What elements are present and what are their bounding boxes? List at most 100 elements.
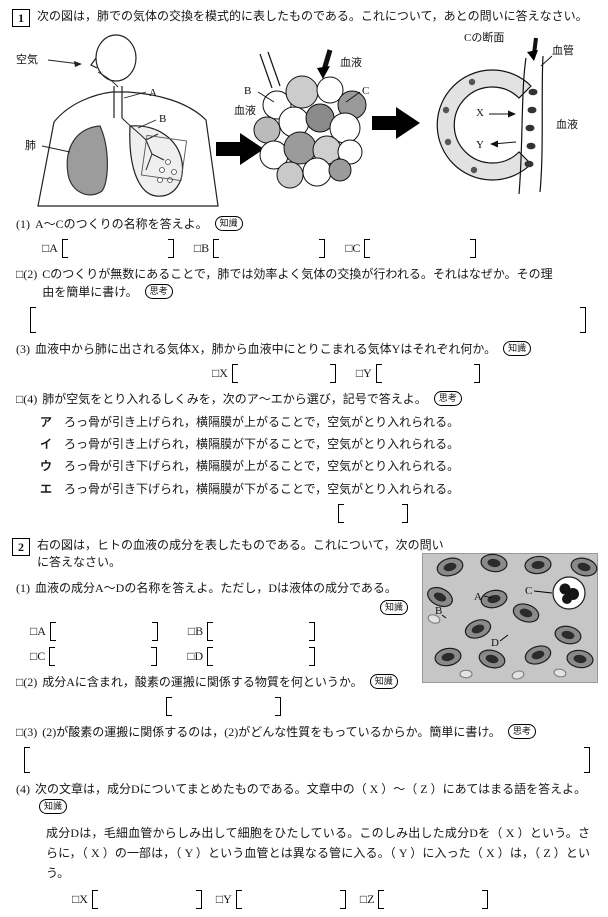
q2-sub3: □(3) (2)が酸素の運搬に関係するのは，(2)がどんな性質をもっているからか…: [16, 723, 598, 773]
answer-blank-property: [24, 746, 590, 773]
fig-label-blood2: 血液: [340, 55, 362, 69]
answer-blank-a: [61, 239, 174, 258]
q1-sub4-number: □(4): [16, 392, 38, 406]
q2-sub1-number: (1): [16, 580, 30, 595]
answer-blank-y: [235, 889, 346, 909]
zoom-arrow-1-icon: [216, 133, 264, 165]
option-a-text: ろっ骨が引き上げられ，横隔膜が上がることで，空気がとり入れられる。: [64, 415, 460, 429]
option-a: ア ろっ骨が引き上げられ，横隔膜が上がることで，空気がとり入れられる。: [40, 411, 598, 433]
option-e-text: ろっ骨が引き下げられ，横隔膜が下がることで，空気がとり入れられる。: [64, 481, 460, 496]
answer-label-y: □Y: [215, 891, 232, 906]
fig-label-blood1: 血液: [234, 103, 256, 117]
q2-sub4: (4) 次の文章は，成分Dについてまとめたものである。文章中の（ X ）〜（ Z…: [16, 780, 598, 909]
answer-label-y: □Y: [355, 366, 372, 380]
q1-sub4-options: ア ろっ骨が引き上げられ，横隔膜が上がることで，空気がとり入れられる。 イ ろっ…: [40, 411, 598, 500]
option-u-text: ろっ骨が引き下げられ，横隔膜が上がることで，空気がとり入れられる。: [64, 459, 460, 474]
answer-blank-x: [91, 889, 202, 909]
q1-sub4: □(4) 肺が空気をとり入れるしくみを，次のア〜エから選び，記号で答えよ。 思考…: [16, 390, 598, 523]
knowledge-badge: 知識: [214, 216, 243, 231]
answer-label-d: □D: [187, 648, 204, 663]
q2-sub1-text: 血液の成分A〜Dの名称を答えよ。ただし，Dは液体の成分である。: [35, 580, 397, 595]
platelets: [427, 613, 567, 680]
answer-label-b: □B: [193, 241, 210, 255]
answer-blank-c: [364, 239, 477, 258]
answer-label-a: □A: [42, 241, 58, 255]
body-lung-diagram: [37, 34, 219, 207]
question-2-intro: 右の図は，ヒトの血液の成分を表したものである。これについて，次の問いに答えなさい…: [37, 537, 444, 570]
answer-blank-z: [378, 889, 489, 909]
answer-blank-b: [207, 621, 316, 641]
blood-label-a: A: [474, 591, 482, 603]
answer-blank-a: [49, 621, 158, 641]
q2-sub4-number: (4): [16, 781, 30, 796]
option-e: エ ろっ骨が引き下げられ，横隔膜が下がることで，空気がとり入れられる。: [40, 478, 598, 500]
q2-sub1: (1) 血液の成分A〜Dの名称を答えよ。ただし，Dは液体の成分である。 知識 □…: [16, 579, 420, 666]
option-i: イ ろっ骨が引き上げられ，横隔膜が下がることで，空気がとり入れられる。: [40, 433, 598, 455]
thinking-badge: 思考: [433, 391, 462, 406]
q1-sub2: □(2) Cのつくりが無数にあることで，肺では効率よく気体の交換が行われる。それ…: [16, 265, 598, 333]
q1-sub1: (1) A〜Cのつくりの名称を答えよ。 知識 □A □B □C: [16, 215, 598, 258]
answer-blank-y: [375, 364, 480, 383]
q1-sub3-text: 血液中から肺に出される気体X，肺から血液中にとりこまれる気体Yはそれぞれ何か。: [35, 342, 497, 356]
zoom-arrow-2-icon: [372, 107, 420, 139]
question-1-intro: 次の図は，肺での気体の交換を模式的に表したものである。これについて，あとの問いに…: [37, 9, 588, 23]
fig-label-a: A: [149, 87, 157, 99]
q1-sub3-number: (3): [16, 342, 30, 356]
q2-sub4-passage: 成分Dは，毛細血管からしみ出して細胞をひたしている。このしみ出した成分Dを（ X…: [46, 825, 590, 881]
q2-sub2-text: 成分Aに含まれ，酸素の運搬に関係する物質を何というか。: [42, 674, 363, 689]
alveolus-cross-section-diagram: [436, 37, 553, 195]
red-blood-cells: [427, 553, 598, 669]
option-a-key: ア: [40, 415, 53, 429]
q1-sub3: (3) 血液中から肺に出される気体X，肺から血液中にとりこまれる気体Yはそれぞれ…: [16, 340, 598, 383]
blood-components-figure: A B C D: [422, 552, 598, 683]
option-u: ウ ろっ骨が引き下げられ，横隔膜が上がることで，空気がとり入れられる。: [40, 455, 598, 477]
option-i-text: ろっ骨が引き上げられ，横隔膜が下がることで，空気がとり入れられる。: [64, 437, 460, 452]
answer-label-x: □X: [72, 891, 88, 906]
q2-sub3-text: (2)が酸素の運搬に関係するのは，(2)がどんな性質をもっているからか。簡単に書…: [42, 724, 501, 739]
fig-cross-section-title: Cの断面: [464, 30, 504, 44]
q2-sub3-number: □(3): [16, 724, 38, 739]
answer-blank-choice: [338, 503, 408, 523]
knowledge-badge: 知識: [369, 673, 398, 689]
question-1: 1 次の図は，肺での気体の交換を模式的に表したものである。これについて，あとの問…: [12, 8, 598, 523]
question-2: 2 右の図は，ヒトの血液の成分を表したものである。これについて，次の問いに答えな…: [12, 537, 598, 909]
q1-sub1-number: (1): [16, 217, 30, 231]
fig-label-y: Y: [476, 139, 484, 151]
fig-label-c: C: [362, 85, 369, 97]
q1-sub2-number: □(2): [16, 267, 38, 281]
fig-label-lung: 肺: [25, 139, 36, 152]
thinking-badge: 思考: [507, 723, 536, 739]
answer-blank-b: [213, 239, 326, 258]
answer-label-b: □B: [187, 623, 204, 638]
lung-gas-exchange-figure: 空気 A B 肺: [16, 30, 578, 207]
q2-sub2: □(2) 成分Aに含まれ，酸素の運搬に関係する物質を何というか。 知識: [16, 673, 420, 716]
thinking-badge: 思考: [144, 284, 173, 299]
q1-sub4-text: 肺が空気をとり入れるしくみを，次のア〜エから選び，記号で答えよ。: [42, 392, 427, 406]
answer-label-c: □C: [30, 648, 46, 663]
answer-blank-substance: [166, 696, 281, 716]
blood-label-c: C: [525, 585, 532, 597]
answer-label-c: □C: [345, 241, 361, 255]
option-e-key: エ: [40, 481, 53, 496]
q1-sub2-text: Cのつくりが無数にあることで，肺では効率よく気体の交換が行われる。それはなぜか。…: [42, 267, 553, 299]
blood-label-d: D: [491, 637, 499, 649]
answer-blank-c: [49, 646, 158, 666]
blood-fig-leader-lines: [441, 590, 553, 642]
answer-blank-reason: [30, 307, 586, 333]
option-u-key: ウ: [40, 459, 53, 474]
knowledge-badge: 知識: [503, 341, 532, 356]
option-i-key: イ: [40, 437, 53, 452]
answer-blank-x: [231, 364, 336, 383]
fig-label-vessel: 血管: [552, 43, 574, 57]
fig-label-air: 空気: [16, 52, 38, 66]
fig-label-b: B: [159, 113, 166, 125]
alveoli-cluster-diagram: [253, 49, 367, 189]
fig-label-x: X: [476, 107, 484, 119]
answer-label-x: □X: [212, 366, 228, 380]
white-blood-cell: [552, 576, 586, 610]
answer-label-z: □Z: [359, 891, 375, 906]
q2-sub2-number: □(2): [16, 674, 38, 689]
answer-blank-d: [207, 646, 316, 666]
answer-label-a: □A: [30, 623, 46, 638]
